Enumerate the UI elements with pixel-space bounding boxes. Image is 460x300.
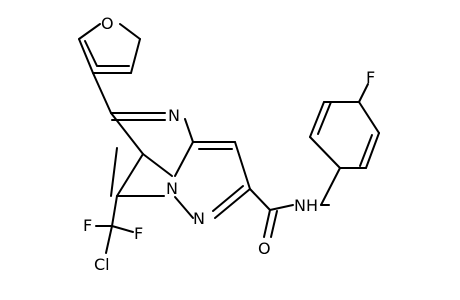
amide-nh-label: NH <box>294 196 318 215</box>
bond <box>358 83 369 103</box>
chlorine-label: Cl <box>94 255 110 274</box>
bond <box>270 210 278 238</box>
bond <box>111 195 118 227</box>
bond <box>174 196 194 219</box>
bond <box>358 101 380 134</box>
bond <box>130 38 141 74</box>
atom-labels: O N N N NH O F F F Cl <box>83 14 375 274</box>
bond <box>214 188 251 219</box>
bond <box>212 185 244 212</box>
bond <box>359 134 373 167</box>
bond <box>78 23 101 40</box>
bond <box>184 118 194 143</box>
carbonyl-oxygen-label: O <box>258 239 271 258</box>
bond <box>365 132 380 169</box>
aryl-fluorine-label: F <box>366 68 375 87</box>
furan-oxygen-label: O <box>101 14 114 33</box>
bond <box>111 225 134 233</box>
bond <box>263 209 271 238</box>
bonds <box>78 23 380 254</box>
bond <box>110 147 118 197</box>
bond <box>309 101 325 138</box>
bond <box>269 204 294 211</box>
bond <box>110 112 144 155</box>
bond <box>320 167 341 206</box>
bond <box>249 188 271 211</box>
bond <box>78 38 94 74</box>
bond <box>84 40 98 67</box>
left-fluorine-label: F <box>83 216 92 235</box>
bond <box>119 23 141 40</box>
bond <box>317 101 332 135</box>
bond <box>174 141 194 177</box>
bond <box>309 136 341 169</box>
pyrimidine-nitrogen-label: N <box>168 106 180 125</box>
bond <box>234 141 251 190</box>
bridgehead-nitrogen-label: N <box>166 179 178 198</box>
pyrazole-nitrogen-label: N <box>193 209 205 228</box>
right-fluorine-label: F <box>134 224 143 243</box>
bond <box>116 153 144 197</box>
bond <box>92 72 112 114</box>
bond <box>142 153 173 177</box>
bond <box>105 225 113 254</box>
